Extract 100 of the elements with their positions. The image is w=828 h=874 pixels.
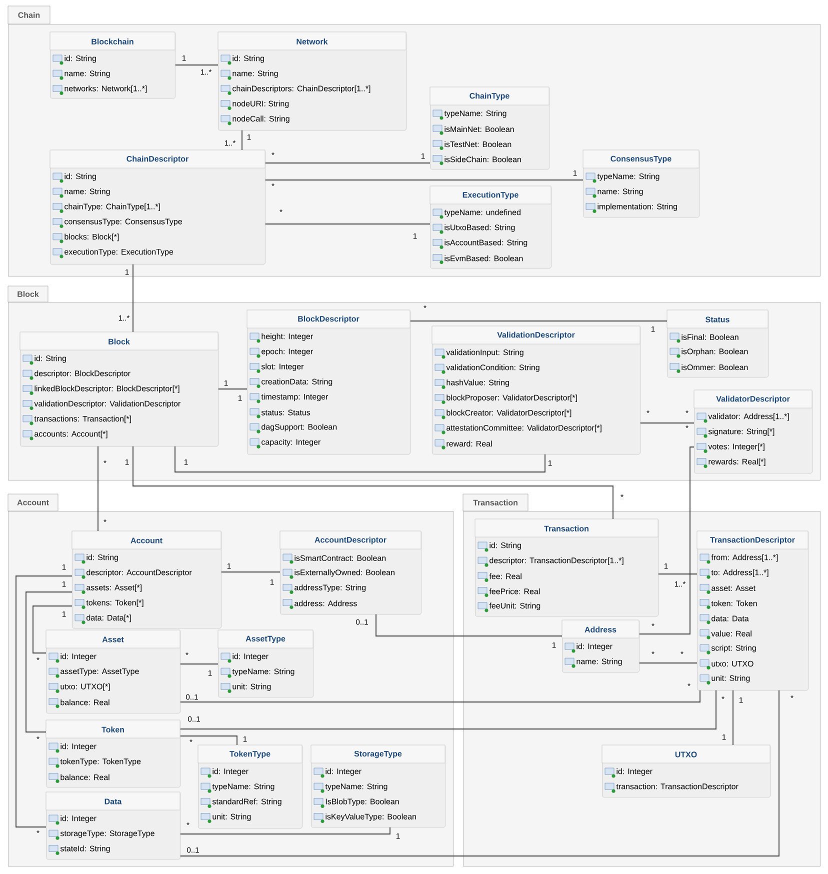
- class-name: Address: [584, 626, 616, 632]
- attribute-text: id: String: [232, 55, 264, 63]
- attribute-text: nodeURI: String: [232, 100, 289, 108]
- attribute-text: utxo: UTXO: [712, 660, 754, 667]
- attribute-text: id: String: [64, 55, 96, 63]
- attribute-text: epoch: Integer: [262, 348, 313, 356]
- attribute-text: timestamp: Integer: [261, 394, 328, 402]
- class-box: [246, 310, 410, 454]
- node-label: Chain: [18, 12, 40, 18]
- attribute-text: id: Integer: [616, 768, 652, 776]
- attribute-text: standardRef: String: [212, 798, 282, 806]
- class-box: [582, 150, 700, 218]
- attribute-text: isAccountBased: String: [444, 239, 528, 247]
- attribute-text: isTestNet: Boolean: [444, 141, 512, 148]
- attribute-text: validator: Address[1..*]: [708, 413, 789, 421]
- association-line: [640, 422, 694, 424]
- attribute-text: accounts: Account[*]: [34, 430, 108, 438]
- class-name: TokenType: [230, 750, 270, 758]
- class-box: [46, 792, 180, 860]
- attribute-text: chainType: ChainType[1..*]: [64, 203, 160, 211]
- class-box: [46, 630, 180, 714]
- attribute-text: transactions: Transaction[*]: [34, 416, 131, 424]
- attribute-text: isExternallyOwned: Boolean: [294, 569, 394, 577]
- class-name: ValidatorDescriptor: [716, 396, 790, 404]
- attribute-text: isOmmer: Boolean: [682, 364, 748, 370]
- attribute-text: tokens: Token[*]: [86, 600, 144, 608]
- attribute-text: typeName: String: [232, 668, 294, 676]
- attribute-text: nodeCall: String: [232, 116, 290, 124]
- class-box: [432, 326, 640, 454]
- association-line: [180, 736, 238, 746]
- class-name: Transaction: [544, 526, 588, 532]
- attribute-text: id: Integer: [232, 653, 268, 661]
- attribute-text: creationData: String: [262, 378, 332, 386]
- class-name: AccountDescriptor: [314, 536, 386, 544]
- class-box: [694, 390, 812, 474]
- attribute-text: unit: String: [232, 683, 271, 691]
- attribute-text: to: Address[1..*]: [711, 569, 768, 577]
- attribute-text: signature: String[*]: [708, 428, 774, 436]
- attribute-text: name: String: [64, 70, 110, 78]
- class-box: [50, 150, 266, 264]
- association-line: [180, 826, 390, 834]
- association-line: [132, 446, 614, 520]
- class-name: Block: [108, 338, 130, 344]
- attribute-text: unit: String: [212, 814, 251, 822]
- association-line: [16, 576, 72, 828]
- attribute-text: unit: String: [712, 675, 750, 683]
- attribute-text: descriptor: BlockDescriptor: [34, 370, 130, 378]
- association-line: [638, 446, 694, 634]
- class-name: Asset: [102, 636, 124, 642]
- class-box: [310, 744, 446, 828]
- attribute-text: rewards: Real[*]: [708, 458, 766, 466]
- attribute-text: transaction: TransactionDescriptor: [616, 783, 738, 791]
- class-box: [280, 530, 422, 614]
- attribute-text: value: Real: [711, 630, 752, 636]
- class-name: ExecutionType: [462, 192, 518, 200]
- attribute-text: asset: Asset: [712, 585, 756, 591]
- attribute-text: typeName: String: [444, 110, 506, 118]
- attribute-text: addressType: String: [294, 584, 366, 592]
- association-line: [174, 446, 546, 472]
- attribute-text: isSmartContract: Boolean: [294, 555, 386, 561]
- class-box: [666, 310, 768, 378]
- association-line: [376, 614, 562, 636]
- class-box: [198, 744, 302, 828]
- class-box: [430, 186, 552, 268]
- attribute-text: name: String: [64, 188, 110, 196]
- class-box: [218, 32, 406, 130]
- attribute-text: slot: Integer: [261, 363, 304, 371]
- association-line: [180, 690, 716, 730]
- attribute-text: votes: Integer[*]: [708, 443, 764, 451]
- class-name: TransactionDescriptor: [710, 536, 795, 544]
- attribute-text: tokenType: TokenType: [60, 758, 141, 766]
- class-box: [20, 332, 218, 446]
- attribute-text: name: String: [576, 658, 622, 666]
- attribute-text: attestationCommittee: ValidatorDescriptor[*]: [446, 424, 602, 432]
- attribute-text: descriptor: AccountDescriptor: [86, 569, 192, 577]
- class-name: Status: [706, 316, 730, 322]
- association-line: [218, 388, 248, 390]
- attribute-text: assets: Asset[*]: [86, 584, 142, 592]
- class-box: [72, 530, 222, 628]
- node-label: Block: [18, 291, 39, 297]
- association-line: [132, 264, 134, 332]
- attribute-text: assetType: AssetType: [60, 668, 139, 676]
- attribute-text: id: Integer: [60, 815, 96, 823]
- attribute-text: executionType: ExecutionType: [64, 248, 174, 256]
- attribute-text: dagSupport: Boolean: [262, 424, 337, 432]
- attribute-text: balance: Real: [60, 699, 110, 706]
- attribute-text: data: Data: [712, 615, 749, 622]
- attribute-text: id: Integer: [576, 643, 612, 651]
- attribute-text: id: String: [86, 554, 118, 562]
- attribute-text: stateId: String: [60, 845, 110, 853]
- attribute-text: address: Address: [294, 600, 357, 606]
- class-name: Blockchain: [92, 38, 134, 44]
- attribute-text: typeName: String: [325, 783, 388, 791]
- association-line: [26, 592, 72, 732]
- attribute-text: from: Address[1..*]: [711, 554, 778, 562]
- attribute-text: blocks: Block[*]: [64, 234, 119, 242]
- attribute-text: chainDescriptors: ChainDescriptor[1..*]: [232, 85, 370, 93]
- association-line: [174, 64, 218, 66]
- attribute-text: isEvmBased: Boolean: [444, 255, 523, 262]
- class-box: [430, 86, 550, 170]
